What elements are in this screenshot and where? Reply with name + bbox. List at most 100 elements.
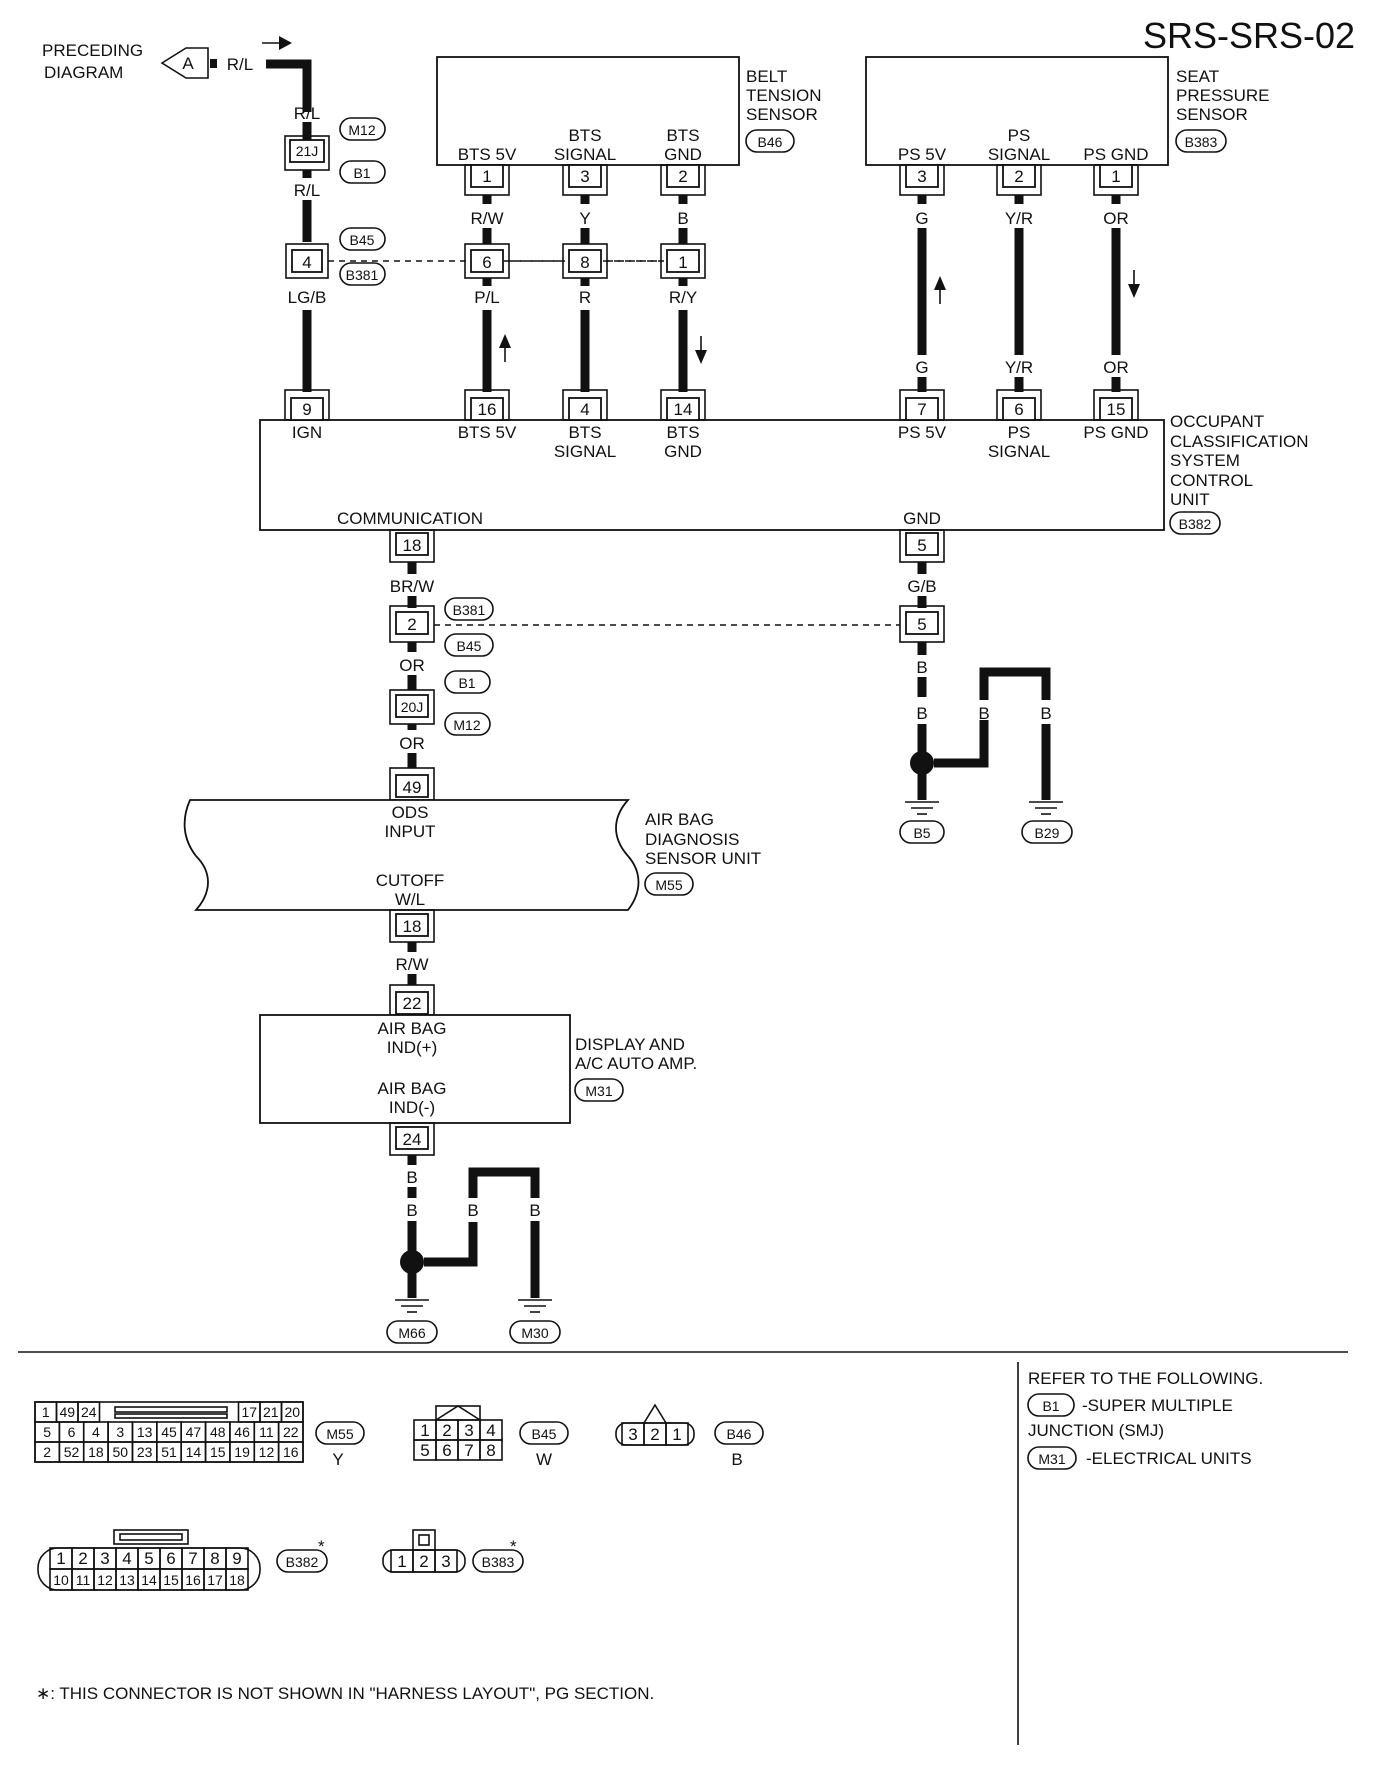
b46-pin-2: 1 (672, 1425, 681, 1444)
b45-hood (435, 1405, 481, 1421)
b382-r2-pin-0: 10 (53, 1572, 69, 1588)
ocs-top-pin-2-num: 4 (580, 400, 589, 419)
belt-sensor-pin-0-num: 1 (482, 167, 491, 186)
ground-symbol-m30 (518, 1299, 552, 1313)
b382-r1-pin-2: 3 (100, 1549, 109, 1568)
m55-r3-pin-4: 23 (137, 1444, 153, 1460)
bottom-gnd-color-3: B (467, 1201, 478, 1220)
svg-text:22: 22 (403, 994, 422, 1013)
b45-r2-pin-3: 8 (486, 1441, 495, 1460)
ocs-top-pin-5-face (1002, 397, 1036, 421)
m55-latch-b (114, 1413, 228, 1419)
preceding-wire-color: R/L (227, 55, 253, 74)
belt-sensor-pin-1-face (568, 164, 602, 188)
bottom-gnd-color-2: B (406, 1201, 417, 1220)
b382-r1-pin-4: 5 (144, 1549, 153, 1568)
belt-pin-label-0-0: BTS 5V (458, 145, 517, 164)
ign-wire-color-mid: R/L (294, 181, 320, 200)
display-name-1: DISPLAY AND (575, 1035, 685, 1054)
b46-pin-0: 3 (628, 1425, 637, 1444)
belt-wire-color-a-0: R/W (470, 209, 503, 228)
gnd-wire-color-2: B (916, 658, 927, 677)
b382-r2-pin-5: 15 (163, 1572, 179, 1588)
svg-text:B46: B46 (758, 134, 783, 150)
tag-m12-lower: M12 (444, 712, 491, 736)
ocs-pin-label-0-0: IGN (292, 423, 322, 442)
ocs-name-4: CONTROL (1170, 471, 1253, 490)
svg-text:B45: B45 (457, 638, 482, 654)
ocs-gnd-pin: 5 (899, 529, 945, 563)
tag-b381-lower: B381 (444, 597, 494, 621)
ign-wire-top (266, 59, 312, 112)
svg-text:M31: M31 (1038, 1451, 1065, 1467)
m55-r1-pin-0: 1 (42, 1404, 50, 1420)
belt-mid-pin-1: 8 (562, 243, 608, 279)
seat-sensor-pin-1: 2 (996, 164, 1042, 196)
ign-wire-color-top: R/L (294, 104, 320, 123)
page-title: SRS-SRS-02 (1143, 15, 1355, 56)
b45-r1-pin-2: 3 (464, 1421, 473, 1440)
svg-text:B383: B383 (1185, 134, 1218, 150)
b383-key (412, 1529, 436, 1551)
ocs-name-1: OCCUPANT (1170, 412, 1264, 431)
conn-m55-color: Y (332, 1450, 343, 1469)
m55-r1-pin-3: 17 (241, 1404, 257, 1420)
seat-sensor-pin-2: 1 (1093, 164, 1139, 196)
m55-r3-pin-3: 50 (112, 1444, 128, 1460)
b45-r1-pin-3: 4 (486, 1421, 495, 1440)
b382-r2-pin-8: 18 (229, 1572, 245, 1588)
m55-latch-a (114, 1406, 228, 1413)
svg-text:20J: 20J (401, 699, 424, 715)
conn-b382-star: * (318, 1537, 325, 1556)
b382-r2-cell-8 (225, 1568, 249, 1591)
seat-flow-arrow-2 (1128, 270, 1140, 298)
b383-key-inner (418, 1534, 430, 1546)
gnd-splice-dot-right (910, 751, 934, 775)
m55-r2-pin-9: 11 (259, 1424, 274, 1440)
gnd-wire-color-4: B (978, 704, 989, 723)
seat-wire-color-b-2: OR (1103, 358, 1129, 377)
belt-flow-arrow-0-head (499, 334, 511, 348)
tag-m12-upper: M12 (339, 117, 386, 141)
smj-connector-20j: 20J (389, 689, 435, 725)
footnote: ∗: THIS CONNECTOR IS NOT SHOWN IN "HARNE… (36, 1684, 654, 1703)
ocs-top-pin-5: 6 (996, 389, 1042, 421)
belt-pin-label-1-1: SIGNAL (554, 145, 616, 164)
belt-wire-color-b-1: R (579, 288, 591, 307)
m55-r2-pin-2: 4 (92, 1424, 100, 1440)
ign-connector-pin: 4 (302, 253, 311, 272)
b382-r1-pin-5: 6 (166, 1549, 175, 1568)
tag-conn-b383: B383 (472, 1549, 524, 1573)
ign-wire-color-bot: LG/B (288, 288, 327, 307)
m55-r3-pin-1: 52 (64, 1444, 80, 1460)
m55-r1-pin-2: 24 (81, 1404, 97, 1420)
ocs-top-pin-3-num: 14 (674, 400, 693, 419)
ocs-top-pin-6-face (1099, 397, 1133, 421)
tag-conn-m55: M55 (315, 1421, 365, 1445)
b45-r2-cell-3 (479, 1439, 503, 1461)
b45-r2-pin-1: 6 (442, 1441, 451, 1460)
legend-title: REFER TO THE FOLLOWING. (1028, 1369, 1263, 1388)
belt-sensor-pin-2-num: 2 (678, 167, 687, 186)
tag-conn-b382: B382 (276, 1549, 328, 1573)
b382-r1-pin-0: 1 (56, 1549, 65, 1568)
ocs-pin-label-5-0: PS (1008, 423, 1031, 442)
svg-text:M12: M12 (453, 717, 480, 733)
m55-r1-pin-1: 49 (59, 1404, 75, 1420)
belt-wire-color-a-1: Y (579, 209, 590, 228)
adsu-name-3: SENSOR UNIT (645, 849, 761, 868)
belt-mid-pin-face-1 (568, 249, 602, 273)
svg-text:B45: B45 (532, 1426, 557, 1442)
m55-r2-pin-4: 13 (137, 1424, 153, 1440)
ocs-pin-label-6-0: PS GND (1083, 423, 1148, 442)
b46-pin-1: 2 (650, 1425, 659, 1444)
m55-r3-pin-0: 2 (43, 1444, 51, 1460)
b382-r2-pin-1: 11 (76, 1572, 91, 1588)
b382-r1-pin-6: 7 (188, 1549, 197, 1568)
m55-r3-pin-8: 19 (234, 1444, 250, 1460)
gnd-connector-5: 5 (899, 605, 945, 643)
legend-b1-text-2: JUNCTION (SMJ) (1028, 1421, 1164, 1440)
